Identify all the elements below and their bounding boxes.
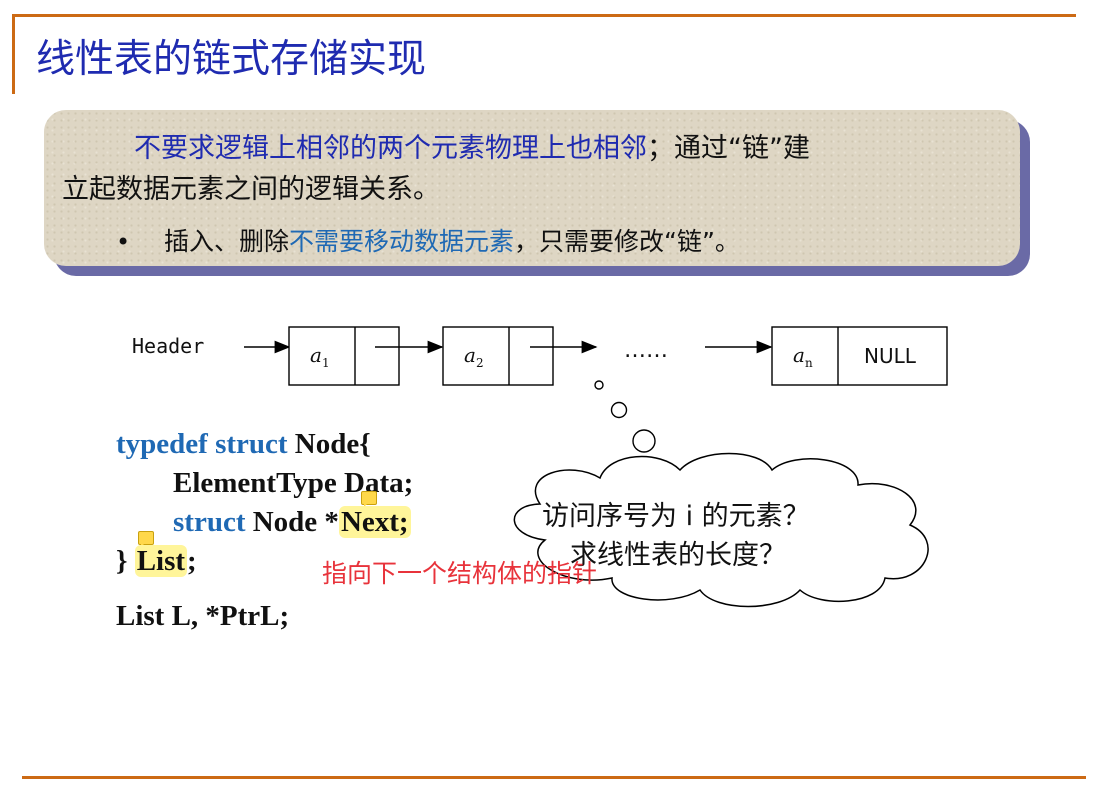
- code-line-5: List L, *PtrL;: [116, 600, 290, 632]
- node-2: a2: [442, 326, 554, 386]
- callout-box: [44, 110, 1020, 266]
- thought-bubble-large: [632, 429, 656, 453]
- linked-list-diagram: Header a1 a2 …… an NULL: [132, 326, 948, 453]
- callout-line-1: 不要求逻辑上相邻的两个元素物理上也相邻；通过“链”建: [134, 126, 810, 165]
- top-rule: [14, 14, 1076, 17]
- thought-bubble-small: [594, 380, 604, 390]
- cloud-question-2: 求线性表的长度？: [570, 540, 786, 571]
- bullet-text-c: ，只需要修改“链”。: [514, 227, 740, 256]
- header-label: Header: [132, 334, 204, 358]
- node-n: an NULL: [771, 326, 948, 386]
- bullet-text-a: 插入、删除: [164, 227, 290, 256]
- callout-line-2: 立起数据元素之间的逻辑关系。: [62, 174, 440, 205]
- code-semicolon: ;: [187, 545, 197, 577]
- ellipsis: ……: [624, 338, 668, 363]
- title-accent-bar: [12, 14, 15, 94]
- slide-title: 线性表的链式存储实现: [36, 37, 427, 82]
- bullet-icon: •: [116, 228, 131, 256]
- code-line-2: ElementType Data;: [173, 467, 414, 499]
- thought-bubble-medium: [610, 401, 628, 419]
- bottom-rule: [22, 776, 1086, 779]
- code-next-field: Next;: [338, 506, 411, 538]
- code-line-4: } List;: [116, 545, 197, 578]
- code-keyword-typedef-struct: typedef struct: [116, 428, 288, 460]
- bullet-text-b: 不需要移动数据元素: [289, 227, 515, 256]
- callout-bullet-line: 插入、删除不需要移动数据元素，只需要修改“链”。: [164, 222, 740, 258]
- node-1: a1: [288, 326, 400, 386]
- cloud-question-1: 访问序号为 i 的元素？: [542, 501, 810, 532]
- callout-highlight-text: 不要求逻辑上相邻的两个元素物理上也相邻: [134, 133, 647, 164]
- code-line-3: struct Node *Next;: [173, 506, 411, 539]
- node-1-data: a1: [310, 343, 330, 370]
- node-2-data: a2: [464, 343, 484, 370]
- pointer-annotation: 指向下一个结构体的指针: [322, 559, 598, 588]
- code-close-brace: }: [116, 545, 128, 577]
- callout-rest-text: ；通过“链”建: [647, 133, 810, 164]
- code-line-1: typedef struct Node{: [116, 428, 371, 461]
- null-label: NULL: [864, 344, 917, 368]
- code-list-type: List: [134, 545, 188, 577]
- code-node-ptr: Node *: [245, 506, 339, 538]
- code-node-open: Node{: [287, 428, 371, 460]
- comment-note-icon-2[interactable]: [138, 531, 154, 547]
- node-n-data: an: [793, 343, 813, 370]
- comment-note-icon[interactable]: [361, 491, 377, 507]
- code-keyword-struct: struct: [173, 506, 246, 538]
